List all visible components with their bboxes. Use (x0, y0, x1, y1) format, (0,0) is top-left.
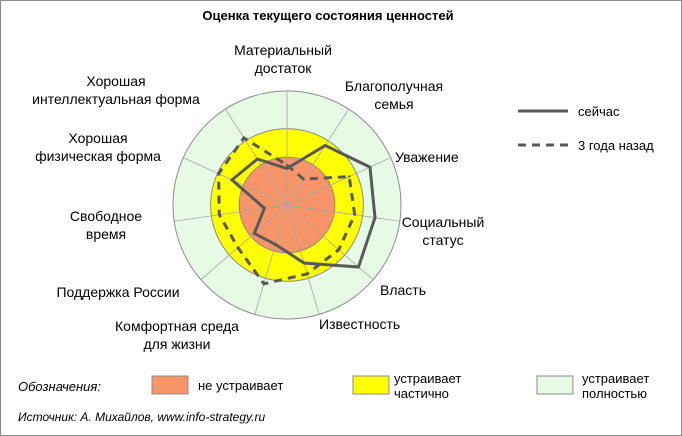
series-1-point-3 (353, 213, 356, 216)
series-0-point-7 (253, 232, 256, 235)
legend-label-now: сейчас (578, 104, 620, 119)
axis-label-0-line-0: Материальный (234, 42, 332, 58)
series-1-point-5 (306, 272, 309, 276)
axis-spoke-2 (286, 157, 391, 206)
series-1-point-6 (262, 282, 266, 285)
axis-label-7-line-0: Поддержка России (56, 284, 179, 300)
series-0-point-1 (324, 144, 327, 147)
series-0-point-3 (373, 216, 377, 219)
axis-label-8-line-1: время (86, 226, 126, 242)
axis-spoke-5 (286, 204, 320, 315)
zone-swatch-green (536, 375, 574, 395)
axis-label-1-line-1: семья (374, 96, 413, 112)
series-line-1 (217, 135, 357, 286)
series-0-point-9 (230, 178, 234, 182)
axis-label-10-line-1: интеллектуальная форма (32, 91, 200, 107)
zone-label-yellow-1: устраивает (394, 371, 461, 386)
series-0-point-5 (302, 261, 306, 265)
axis-label-9-line-1: физическая форма (35, 148, 161, 164)
axis-spoke-6 (254, 204, 288, 315)
series-1-point-1 (302, 177, 305, 181)
axis-spoke-3 (286, 204, 400, 222)
series-1-point-10 (242, 136, 246, 140)
zone-swatch-red (151, 375, 189, 395)
zone-label-red: не устраивает (198, 378, 283, 393)
zone-label-green-2: полностью (582, 386, 647, 401)
axis-spoke-1 (286, 108, 349, 206)
chart-title: Оценка текущего состояния ценностей (202, 8, 453, 23)
zone-swatch-yellow (352, 375, 390, 395)
series-line-0 (229, 143, 377, 269)
axis-label-4-line-0: Власть (380, 282, 426, 298)
series-1-point-4 (337, 248, 340, 251)
legend-label-past: 3 года назад (578, 138, 654, 153)
zone-legend: Обозначения: не устраивает устраивает ча… (18, 371, 649, 424)
axis-spoke-8 (174, 204, 288, 222)
axis-label-6-line-0: Комфортная среда (115, 318, 239, 334)
series-1-point-7 (236, 246, 240, 249)
series-0-point-10 (256, 157, 259, 161)
axis-label-2-line-0: Уважение (395, 149, 459, 165)
series-0-point-2 (368, 165, 372, 169)
series-0-point-0 (285, 167, 289, 170)
axis-label-3-line-1: статус (422, 232, 463, 248)
series-lines (217, 135, 377, 286)
series-0-point-6 (274, 243, 277, 246)
series-1-point-8 (218, 213, 221, 216)
series-0-point-4 (357, 265, 360, 269)
axis-spoke-10 (225, 108, 288, 206)
axis-label-3-line-0: Социальный (402, 214, 485, 230)
series-0-point-8 (263, 207, 266, 210)
axis-label-0-line-1: достаток (255, 60, 313, 76)
series-1-point-2 (348, 175, 351, 178)
legend: сейчас 3 года назад (518, 104, 654, 153)
designations-label: Обозначения: (18, 379, 101, 394)
series-1-point-9 (217, 172, 220, 175)
axis-spoke-7 (200, 204, 288, 280)
zone-label-green-1: устраивает (582, 371, 649, 386)
axis-label-1-line-0: Благополучная (345, 78, 443, 94)
axis-label-10-line-0: Хорошая (86, 73, 145, 89)
source-text: Источник: А. Михайлов, www.info-strategy… (18, 410, 265, 424)
axis-label-9-line-0: Хорошая (68, 130, 127, 146)
axis-label-5-line-0: Известность (319, 316, 400, 332)
series-1-point-0 (285, 163, 289, 167)
axis-label-8-line-0: Свободное (70, 208, 142, 224)
axis-label-6-line-1: для жизни (144, 336, 211, 352)
zone-label-yellow-2: частично (394, 386, 449, 401)
